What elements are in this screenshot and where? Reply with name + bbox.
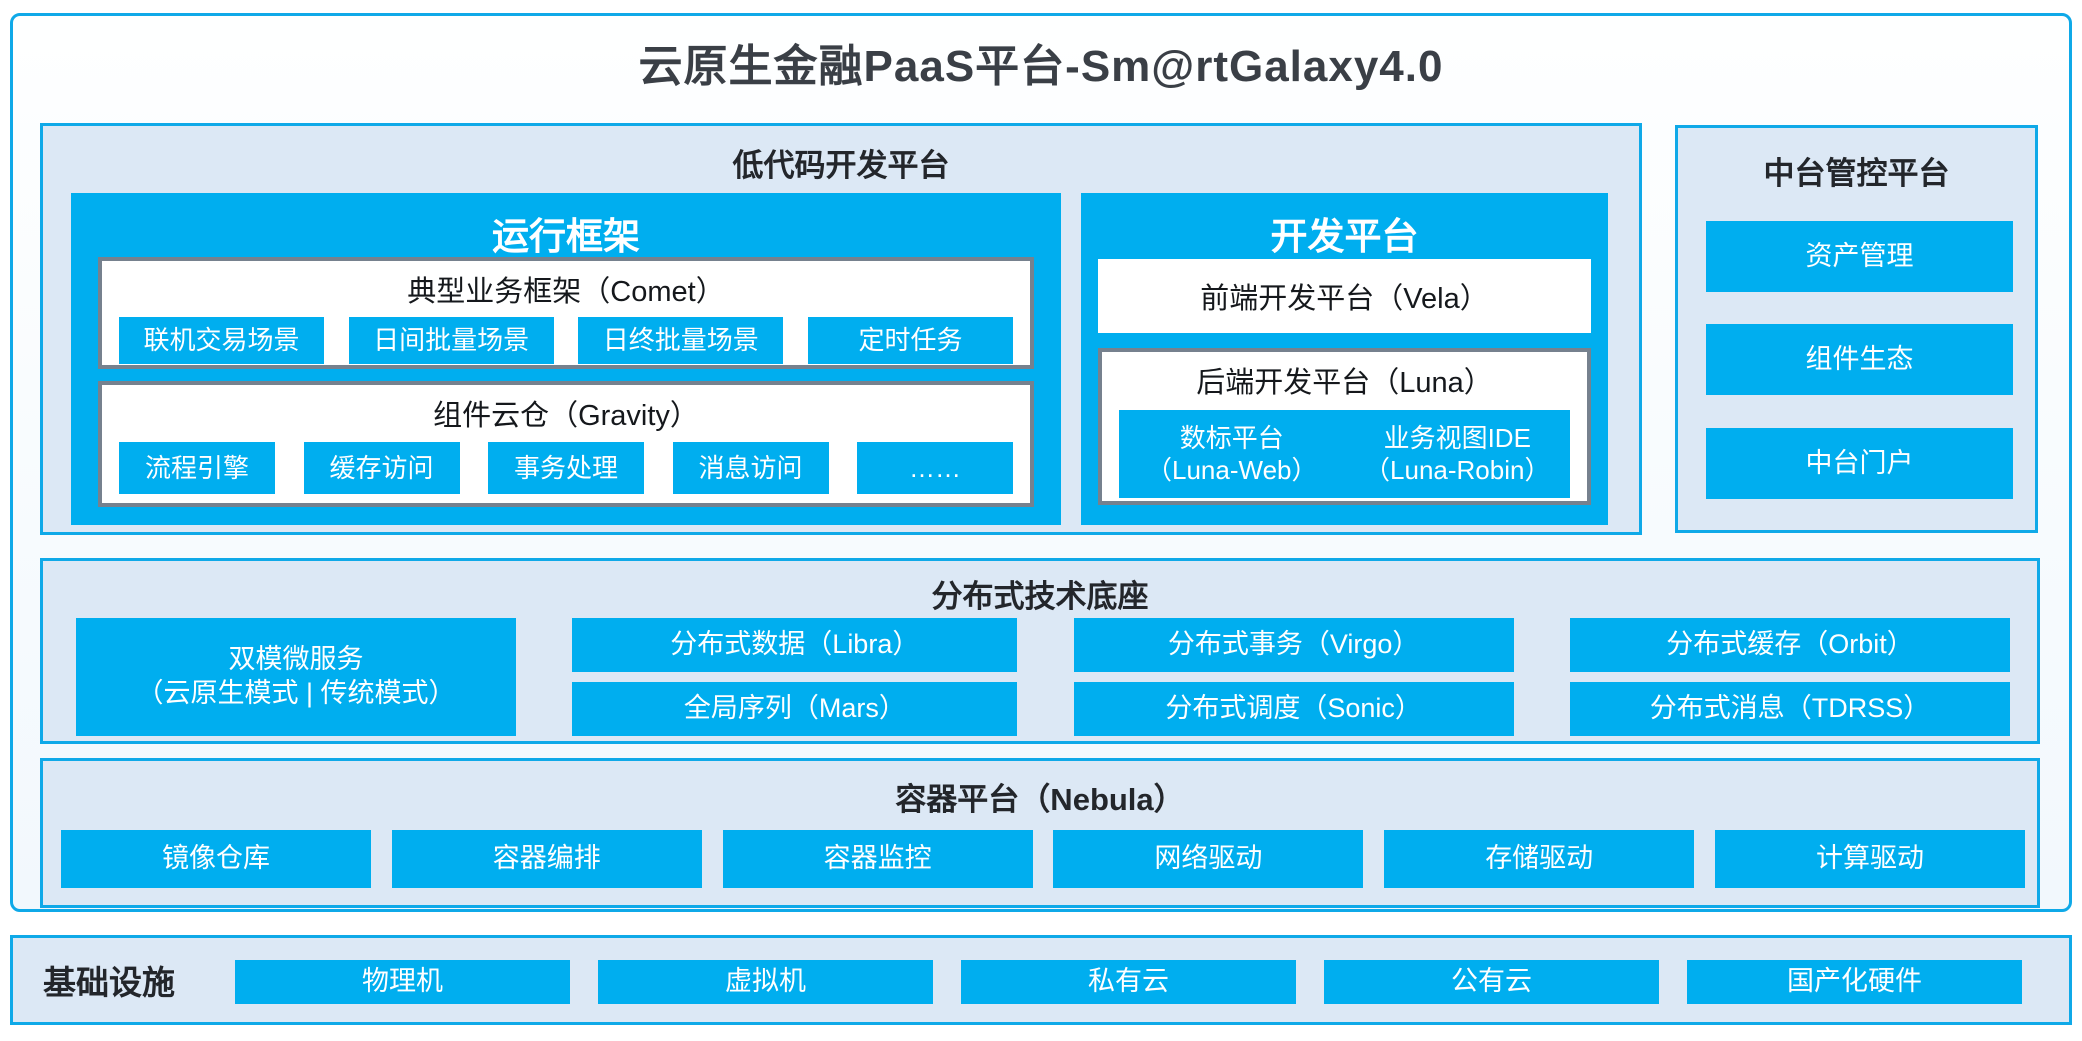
- block-distributed-transaction: 分布式事务（Virgo）: [1073, 618, 1514, 672]
- box-comet-framework: 典型业务框架（Comet） 联机交易场景 日间批量场景 日终批量场景 定时任务: [98, 257, 1034, 369]
- container-blocks-row: 镜像仓库 容器编排 容器监控 网络驱动 存储驱动 计算驱动: [61, 830, 2025, 888]
- panel-runtime-framework: 运行框架 典型业务框架（Comet） 联机交易场景 日间批量场景 日终批量场景 …: [71, 193, 1061, 525]
- block-luna-web-line2: （Luna-Web）: [1146, 455, 1318, 485]
- block-ellipsis-more: ……: [857, 442, 1013, 494]
- block-scheduled-task: 定时任务: [807, 317, 1013, 364]
- dual-mode-line2: （云原生模式 | 传统模式）: [136, 678, 456, 708]
- block-private-cloud: 私有云: [961, 960, 1296, 1004]
- luna-blocks-row: 数标平台 （Luna-Web） 业务视图IDE （Luna-Robin）: [1102, 410, 1587, 498]
- block-luna-web-line1: 数标平台: [1179, 422, 1284, 453]
- section-infrastructure: 基础设施 物理机 虚拟机 私有云 公有云 国产化硬件: [10, 935, 2072, 1025]
- box-title-luna: 后端开发平台（Luna）: [1196, 367, 1493, 399]
- block-distributed-data: 分布式数据（Libra）: [572, 618, 1018, 672]
- block-container-monitoring: 容器监控: [722, 830, 1033, 888]
- infrastructure-label: 基础设施: [43, 964, 175, 1001]
- block-daytime-batch-scene: 日间批量场景: [348, 317, 554, 364]
- block-asset-management: 资产管理: [1706, 221, 2013, 292]
- block-storage-driver: 存储驱动: [1384, 830, 1695, 888]
- block-compute-driver: 计算驱动: [1714, 830, 2025, 888]
- panel-title-dev: 开发平台: [1270, 216, 1419, 257]
- distributed-blocks-row: 双模微服务 （云原生模式 | 传统模式） 分布式数据（Libra） 全局序列（M…: [76, 618, 2010, 736]
- distributed-column-2: 分布式事务（Virgo） 分布式调度（Sonic）: [1073, 618, 1514, 736]
- block-distributed-message: 分布式消息（TDRSS）: [1569, 682, 2010, 736]
- block-global-sequence: 全局序列（Mars）: [572, 682, 1018, 736]
- section-midplatform-control: 中台管控平台 资产管理 组件生态 中台门户: [1675, 125, 2038, 533]
- section-container-platform: 容器平台（Nebula） 镜像仓库 容器编排 容器监控 网络驱动 存储驱动 计算…: [40, 758, 2040, 908]
- block-domestic-hardware: 国产化硬件: [1687, 960, 2022, 1004]
- section-distributed-base: 分布式技术底座 双模微服务 （云原生模式 | 传统模式） 分布式数据（Libra…: [40, 558, 2040, 744]
- block-network-driver: 网络驱动: [1053, 830, 1364, 888]
- block-virtual-machine: 虚拟机: [598, 960, 933, 1004]
- box-title-comet: 典型业务框架（Comet）: [407, 276, 725, 308]
- panel-dev-platform: 开发平台 前端开发平台（Vela） 后端开发平台（Luna） 数标平台 （Lun…: [1081, 193, 1608, 525]
- block-container-orchestration: 容器编排: [391, 830, 702, 888]
- section-title-midplatform: 中台管控平台: [1763, 156, 1950, 191]
- block-luna-robin-line2: （Luna-Robin）: [1364, 455, 1551, 485]
- panel-title-runtime: 运行框架: [492, 216, 640, 257]
- block-distributed-cache: 分布式缓存（Orbit）: [1569, 618, 2010, 672]
- comet-blocks-row: 联机交易场景 日间批量场景 日终批量场景 定时任务: [102, 317, 1030, 364]
- block-eod-batch-scene: 日终批量场景: [578, 317, 784, 364]
- page-title: 云原生金融PaaS平台-Sm@rtGalaxy4.0: [638, 42, 1444, 91]
- block-luna-robin: 业务视图IDE （Luna-Robin）: [1344, 410, 1570, 498]
- section-lowcode-dev-platform: 低代码开发平台 运行框架 典型业务框架（Comet） 联机交易场景 日间批量场景…: [40, 123, 1642, 535]
- block-dual-mode-microservice: 双模微服务 （云原生模式 | 传统模式）: [76, 618, 516, 736]
- distributed-column-1: 分布式数据（Libra） 全局序列（Mars）: [572, 618, 1018, 736]
- box-title-gravity: 组件云仓（Gravity）: [433, 400, 699, 432]
- block-image-registry: 镜像仓库: [61, 830, 371, 888]
- section-title-distributed: 分布式技术底座: [931, 579, 1149, 614]
- block-cache-access: 缓存访问: [303, 442, 460, 494]
- block-physical-machine: 物理机: [235, 960, 570, 1004]
- box-vela-frontend: 前端开发平台（Vela）: [1098, 259, 1591, 333]
- block-component-ecosystem: 组件生态: [1706, 324, 2013, 395]
- block-transaction-processing: 事务处理: [488, 442, 644, 494]
- block-luna-robin-line1: 业务视图IDE: [1383, 422, 1531, 453]
- gravity-blocks-row: 流程引擎 缓存访问 事务处理 消息访问 ……: [102, 442, 1030, 494]
- dual-mode-line1: 双模微服务: [228, 644, 364, 675]
- distributed-column-3: 分布式缓存（Orbit） 分布式消息（TDRSS）: [1569, 618, 2010, 736]
- block-distributed-scheduling: 分布式调度（Sonic）: [1073, 682, 1514, 736]
- block-message-access: 消息访问: [672, 442, 829, 494]
- block-midplatform-portal: 中台门户: [1706, 428, 2013, 499]
- block-public-cloud: 公有云: [1324, 960, 1659, 1004]
- box-luna-backend: 后端开发平台（Luna） 数标平台 （Luna-Web） 业务视图IDE （Lu…: [1098, 348, 1591, 505]
- block-process-engine: 流程引擎: [119, 442, 275, 494]
- section-title-container-platform: 容器平台（Nebula）: [895, 782, 1185, 817]
- section-title-lowcode: 低代码开发平台: [732, 148, 950, 183]
- block-online-trading-scene: 联机交易场景: [119, 317, 324, 364]
- block-luna-web: 数标平台 （Luna-Web）: [1119, 410, 1345, 498]
- box-gravity-warehouse: 组件云仓（Gravity） 流程引擎 缓存访问 事务处理 消息访问 ……: [98, 381, 1034, 507]
- infrastructure-blocks-row: 物理机 虚拟机 私有云 公有云 国产化硬件: [235, 960, 2022, 1004]
